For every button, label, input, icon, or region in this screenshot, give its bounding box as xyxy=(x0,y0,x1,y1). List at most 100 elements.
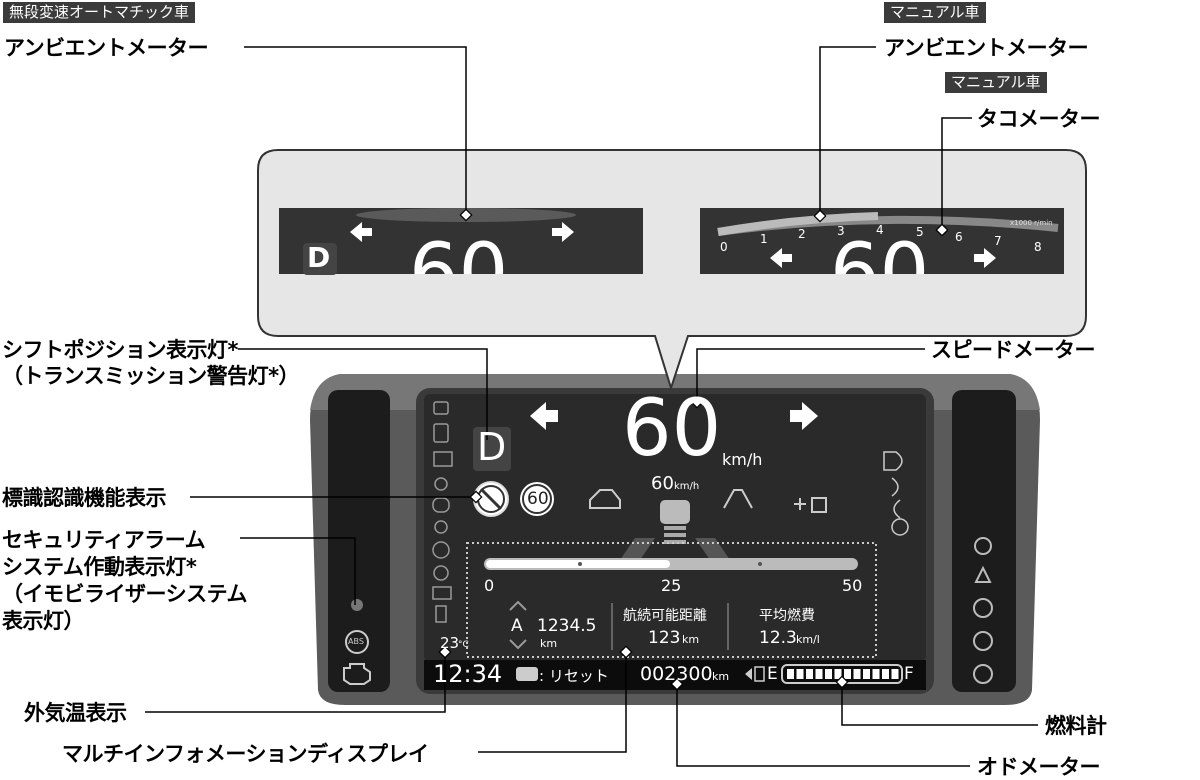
outside-temp-value: 23 xyxy=(440,634,460,652)
fuel-segment xyxy=(815,669,823,679)
speed-value: 60 xyxy=(622,384,722,474)
tach-tick-5: 5 xyxy=(916,225,924,239)
fuel-segment xyxy=(834,669,842,679)
lane-assist-icon xyxy=(723,489,753,509)
set-speed-value: 60 xyxy=(651,473,674,494)
tach-tick-3: 3 xyxy=(837,224,845,238)
speed-unit: km/h xyxy=(722,450,763,469)
fuel-full-label: F xyxy=(904,664,914,684)
info-indicator-icon xyxy=(973,664,993,684)
inset-gear-box xyxy=(303,243,337,275)
cruise-control-icon xyxy=(794,497,827,513)
multi-info-box xyxy=(466,542,877,658)
left-pod xyxy=(328,390,390,692)
brake-warning-icon xyxy=(973,598,993,618)
label-speedometer: スピードメーター xyxy=(931,338,1096,362)
inset-right-speed-clip: 60 xyxy=(700,208,1064,274)
manual-tag-2: マニュアル車 xyxy=(945,72,1047,93)
fuel-segment xyxy=(844,669,851,679)
security-indicator-icon xyxy=(351,599,363,611)
label-security-2: システム作動表示灯* xyxy=(2,555,197,579)
trip-up-icon xyxy=(509,600,527,611)
seatbelt-warning-icon xyxy=(974,565,992,583)
abs-warning-icon xyxy=(345,630,369,654)
speed-limit-sign-value: 60 xyxy=(527,489,549,509)
inset-right-arrow-right-icon xyxy=(974,248,996,268)
fuel-segment xyxy=(882,669,889,679)
brake-system-warning-icon xyxy=(973,631,993,651)
cvt-tag: 無段変速オートマチック車 xyxy=(3,2,196,23)
gear-box xyxy=(473,427,511,471)
tach-tick-6: 6 xyxy=(955,230,963,244)
label-shift-position-2: （トランスミッション警告灯*） xyxy=(2,364,300,388)
fuel-segment xyxy=(787,669,794,679)
trip-label: A xyxy=(511,616,523,636)
right-pod xyxy=(952,390,1016,692)
leader-lines xyxy=(145,46,1038,767)
odometer-unit: km xyxy=(712,670,730,683)
airbag-warning-icon xyxy=(974,537,992,555)
slip-indicator-icon xyxy=(433,401,449,415)
speed-limit-sign-icon xyxy=(520,482,554,516)
trip-value: 1234.5 xyxy=(537,616,597,636)
inset-left-speed: 60 xyxy=(409,228,509,274)
turn-right-icon xyxy=(790,402,818,430)
inset-left-gear: D xyxy=(307,241,331,274)
lead-car-icon xyxy=(660,500,690,524)
fuel-segment xyxy=(853,669,861,679)
label-multi-info: マルチインフォメーションディスプレイ xyxy=(62,742,429,766)
clock: 12:34 xyxy=(433,660,503,688)
tach-tick-2: 2 xyxy=(798,227,806,241)
reset-label: : リセット xyxy=(539,667,609,685)
label-fuel-gauge: 燃料計 xyxy=(1045,714,1107,738)
pre-collision-icon xyxy=(589,489,621,509)
bar-tick-50: 50 xyxy=(842,576,863,595)
label-shift-position-1: シフトポジション表示灯* xyxy=(2,338,238,362)
battery-warning-icon xyxy=(432,586,452,600)
label-tachometer: タコメーター xyxy=(977,107,1101,131)
rear-fog-icon xyxy=(891,477,899,497)
fuel-segment xyxy=(806,669,813,679)
fuel-segment xyxy=(863,669,870,679)
label-ambient-right: アンビエントメーター xyxy=(884,36,1089,60)
inset-left-speed-clip: 60 xyxy=(279,208,643,274)
tach-tick-1: 1 xyxy=(760,232,768,246)
fuel-eco-unit: km/l xyxy=(796,633,820,646)
outside-temp-unit: °C xyxy=(458,640,469,650)
range-label: 航続可能距離 xyxy=(623,608,707,624)
fuel-segment xyxy=(825,669,832,679)
tach-tick-4: 4 xyxy=(876,223,884,237)
gear-indicator: D xyxy=(477,425,507,469)
inset-left-arrow-left-icon xyxy=(350,222,372,242)
set-speed-unit: km/h xyxy=(674,481,700,492)
fuel-empty-label: E xyxy=(767,664,778,684)
headlight-indicator-icon xyxy=(883,451,903,471)
tach-arc-lit xyxy=(717,212,879,236)
inset-left-arrow-right-icon xyxy=(552,222,574,242)
fuel-segment xyxy=(872,669,880,679)
label-security-3: （イモビライザーシステム xyxy=(2,582,247,606)
label-security-1: セキュリティアラーム xyxy=(2,528,206,552)
tach-tick-7: 7 xyxy=(994,234,1002,248)
inset-right-arrow-left-icon xyxy=(770,248,792,268)
fuel-segment xyxy=(891,669,899,679)
label-ambient-left: アンビエントメーター xyxy=(4,36,209,60)
label-outside-temp: 外気温表示 xyxy=(24,701,127,725)
tach-tick-0: 0 xyxy=(720,240,728,254)
range-value: 123 xyxy=(648,628,681,648)
check-engine-icon xyxy=(343,663,371,685)
bar-tick-25: 25 xyxy=(661,576,682,595)
label-sign-recognition: 標識認識機能表示 xyxy=(2,486,167,510)
fuel-segment xyxy=(796,669,804,679)
door-open-icon xyxy=(433,423,449,443)
range-unit: km xyxy=(682,633,700,646)
light-indicator-icon xyxy=(434,477,448,491)
auto-high-beam-icon xyxy=(891,518,909,536)
abs-label: ABS xyxy=(348,637,364,646)
label-odometer: オドメーター xyxy=(977,755,1101,779)
tach-tick-8: 8 xyxy=(1034,240,1042,254)
bar-tick-0: 0 xyxy=(484,576,495,595)
auto-hold-icon xyxy=(432,541,450,559)
label-security-4: 表示灯） xyxy=(2,609,85,633)
